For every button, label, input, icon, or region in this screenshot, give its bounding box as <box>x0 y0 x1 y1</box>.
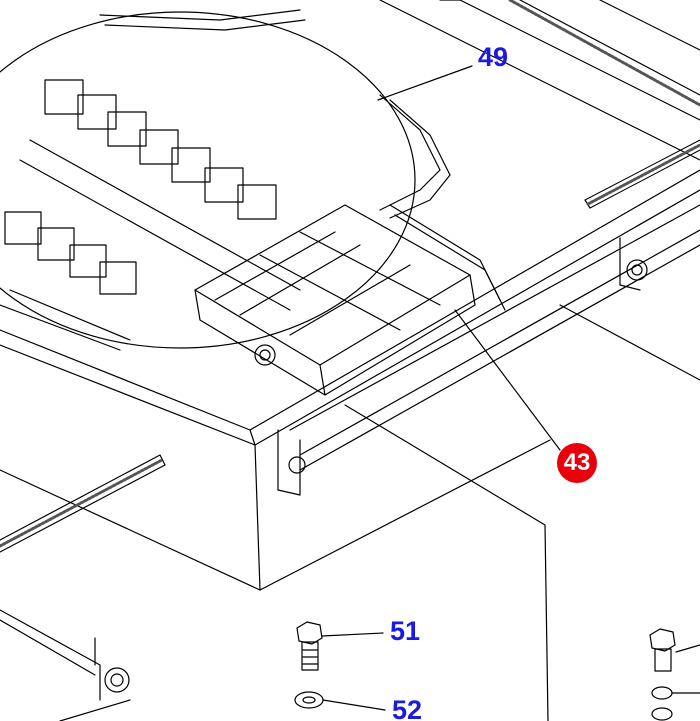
seal-strip-right <box>584 139 700 209</box>
callout-49: 49 <box>478 42 509 72</box>
bolt-51 <box>296 621 323 671</box>
leader-43 <box>454 309 561 451</box>
detail-magnifier-ellipse <box>0 11 416 349</box>
bolt-right <box>649 628 676 721</box>
seal-strip-left <box>0 454 166 553</box>
leader-right <box>675 644 700 653</box>
upper-frame <box>379 0 700 161</box>
cable-harness <box>99 9 506 311</box>
callout-43-highlighted[interactable]: 43 <box>557 443 597 483</box>
seal-strip-top <box>508 0 700 107</box>
leader-52 <box>322 699 386 711</box>
frame-line <box>344 404 549 721</box>
leader-51 <box>321 632 384 637</box>
callout-52: 52 <box>392 695 423 721</box>
relay-box <box>194 204 476 396</box>
leader-49 <box>377 65 473 101</box>
callout-51: 51 <box>390 616 421 646</box>
mounting-lugs <box>104 237 648 693</box>
fuse-slots <box>0 139 301 351</box>
lower-left-bracket <box>0 609 131 721</box>
frame-line-right <box>559 304 700 381</box>
washer-52 <box>294 691 324 709</box>
relay-row-upper <box>44 79 277 220</box>
relay-row-lower <box>4 211 137 295</box>
